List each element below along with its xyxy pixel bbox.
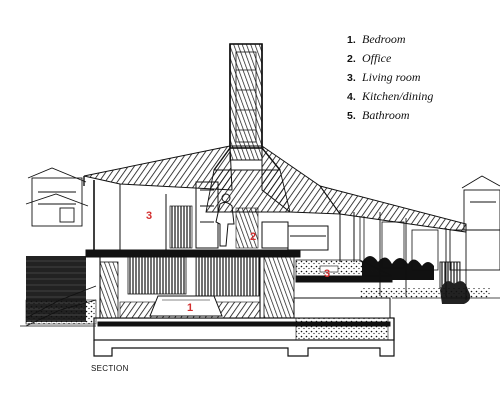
- legend-number: 2.: [347, 53, 356, 65]
- legend-item: 1. Bedroom: [347, 30, 497, 49]
- right-living-area: [359, 216, 439, 271]
- left-slope: [25, 285, 97, 327]
- legend-number: 4.: [347, 91, 356, 103]
- left-neighbour-houses: [25, 167, 89, 227]
- legend-item: 2. Office: [347, 49, 497, 68]
- legend-label: Kitchen/dining: [362, 89, 434, 103]
- legend-number: 1.: [347, 34, 356, 46]
- lower-level: [99, 255, 391, 341]
- legend-label: Living room: [362, 70, 421, 84]
- legend-number: 3.: [347, 72, 356, 84]
- room-marker-living-left: 3: [146, 210, 153, 222]
- legend-label: Bathroom: [362, 108, 410, 122]
- central-tower: [205, 43, 291, 213]
- room-marker-living-right: 3: [324, 268, 331, 280]
- legend-number: 5.: [347, 110, 356, 122]
- main-floor-interiors: [93, 180, 355, 262]
- legend-item: 5. Bathroom: [347, 106, 497, 125]
- legend-item: 3. Living room: [347, 68, 497, 87]
- room-marker-office: 2: [250, 231, 257, 243]
- legend-label: Office: [362, 51, 392, 65]
- room-legend: 1. Bedroom 2. Office 3. Living room 4. Kitch…: [347, 30, 497, 125]
- section-caption: SECTION: [91, 364, 129, 373]
- main-floor-slab: [85, 249, 393, 283]
- right-neighbour-house: [439, 175, 500, 289]
- legend-label: Bedroom: [362, 32, 406, 46]
- legend-item: 4. Kitchen/dining: [347, 87, 497, 106]
- room-marker-bedroom: 1: [187, 302, 194, 314]
